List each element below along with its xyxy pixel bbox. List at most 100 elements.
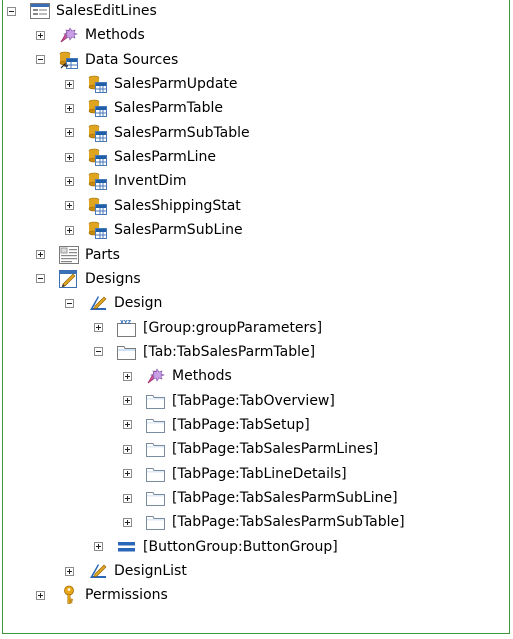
tree-node-label: [TabPage:TabLineDetails] [172,465,347,482]
tree-node-label: Permissions [85,587,168,604]
datasource-table-icon [88,123,108,143]
expand-toggle[interactable] [123,444,132,454]
tree-node-label: [TabPage:TabSalesParmSubTable] [172,514,405,531]
tree-node-label: SalesParmLine [114,149,216,166]
tree-node-label: [Tab:TabSalesParmTable] [143,343,316,360]
tree-node[interactable]: SalesParmTable [65,96,223,120]
tree-node-label: Data Sources [85,51,179,68]
expand-toggle[interactable] [94,323,103,333]
tree-node[interactable]: SalesParmSubTable [65,121,250,145]
collapse-toggle[interactable] [7,6,16,16]
tree-node[interactable]: [Tab:TabSalesParmTable] [94,340,315,364]
tree-node-label: Parts [85,246,120,263]
expand-toggle[interactable] [123,420,132,430]
datasource-table-icon [88,147,108,167]
tree-node[interactable]: [TabPage:TabSetup] [123,413,310,437]
tree-node[interactable]: Methods [36,23,145,47]
tree-node[interactable]: Designs [36,267,141,291]
designs-icon [59,269,79,289]
expand-toggle[interactable] [36,250,45,259]
methods-icon [146,366,166,386]
tree-node-label: [TabPage:TabSetup] [172,416,310,433]
tree-node[interactable]: Data Sources [36,48,178,72]
expand-toggle[interactable] [123,469,132,479]
data-sources-icon [59,50,79,70]
tree-node-label: DesignList [114,563,187,580]
folder-icon [146,439,166,459]
expand-toggle[interactable] [36,590,45,600]
tree-node-label: Designs [85,270,141,287]
expand-toggle[interactable] [65,152,74,162]
expand-toggle[interactable] [123,396,132,406]
tree-node-label: [ButtonGroup:ButtonGroup] [143,538,338,555]
datasource-table-icon [88,220,108,240]
tree-node-label: SalesParmSubLine [114,222,243,239]
folder-icon [146,415,166,435]
tree-node[interactable]: SalesParmUpdate [65,72,238,96]
tree-node-label: [TabPage:TabOverview] [172,392,335,409]
tree-node[interactable]: [TabPage:TabSalesParmSubTable] [123,510,405,534]
datasource-table-icon [88,196,108,216]
tree-node[interactable]: XYZ [Group:groupParameters] [94,316,322,340]
tree-node-label: SalesShippingStat [114,197,241,214]
tree-node[interactable]: SalesShippingStat [65,194,241,218]
expand-toggle[interactable] [94,542,103,552]
tree-node[interactable]: [TabPage:TabSalesParmLines] [123,437,378,461]
expand-toggle[interactable] [123,517,132,527]
expand-toggle[interactable] [123,371,132,381]
tree-node-label: [TabPage:TabSalesParmSubLine] [172,490,398,506]
expand-toggle[interactable] [65,103,74,113]
collapse-toggle[interactable] [65,298,74,308]
tree-node-label: SalesParmTable [114,100,224,117]
datasource-table-icon [88,98,108,118]
design-icon [88,293,108,313]
tree-node-label: Methods [172,368,232,385]
tree-node-label: [Group:groupParameters] [143,319,323,336]
expand-toggle[interactable] [65,79,74,89]
expand-toggle[interactable] [65,566,74,576]
tree-node[interactable]: Parts [36,243,120,267]
tree-node[interactable]: [TabPage:TabSalesParmSubLine] [123,486,398,510]
parts-icon [59,245,79,265]
tree-node[interactable]: [ButtonGroup:ButtonGroup] [94,535,338,559]
tree-node[interactable]: InventDim [65,169,187,193]
folder-icon [146,391,166,411]
tree-node-label: InventDim [114,173,187,190]
tree-node[interactable]: Design [65,291,162,315]
tree-node[interactable]: SalesEditLines [7,0,157,23]
folder-icon [146,488,166,508]
key-icon [59,585,79,605]
expand-toggle[interactable] [65,128,74,138]
tree-node-label: SalesEditLines [56,3,157,19]
svg-text:XYZ: XYZ [120,320,131,326]
button-group-icon [117,537,137,557]
datasource-table-icon [88,171,108,191]
folder-icon [146,464,166,484]
expand-toggle[interactable] [65,176,74,186]
collapse-toggle[interactable] [36,55,45,65]
form-icon [30,1,50,21]
tree-node[interactable]: Methods [123,364,232,388]
tree-node[interactable]: [TabPage:TabLineDetails] [123,462,347,486]
expand-toggle[interactable] [123,493,132,503]
tree-node[interactable]: DesignList [65,559,187,583]
expand-toggle[interactable] [65,201,74,211]
tree-node[interactable]: [TabPage:TabOverview] [123,389,335,413]
tab-icon [117,342,137,362]
tree-node-label: Methods [85,27,145,44]
methods-icon [59,25,79,45]
expand-toggle[interactable] [65,225,74,235]
design-icon [88,561,108,581]
tree-node[interactable]: SalesParmLine [65,145,216,169]
folder-icon [146,512,166,532]
datasource-table-icon [88,74,108,94]
tree-node[interactable]: SalesParmSubLine [65,218,243,242]
tree-node[interactable]: Permissions [36,583,168,607]
group-icon: XYZ [117,318,137,338]
expand-toggle[interactable] [36,30,45,40]
tree-node-label: SalesParmUpdate [114,76,238,93]
collapse-toggle[interactable] [94,347,103,357]
collapse-toggle[interactable] [36,274,45,284]
